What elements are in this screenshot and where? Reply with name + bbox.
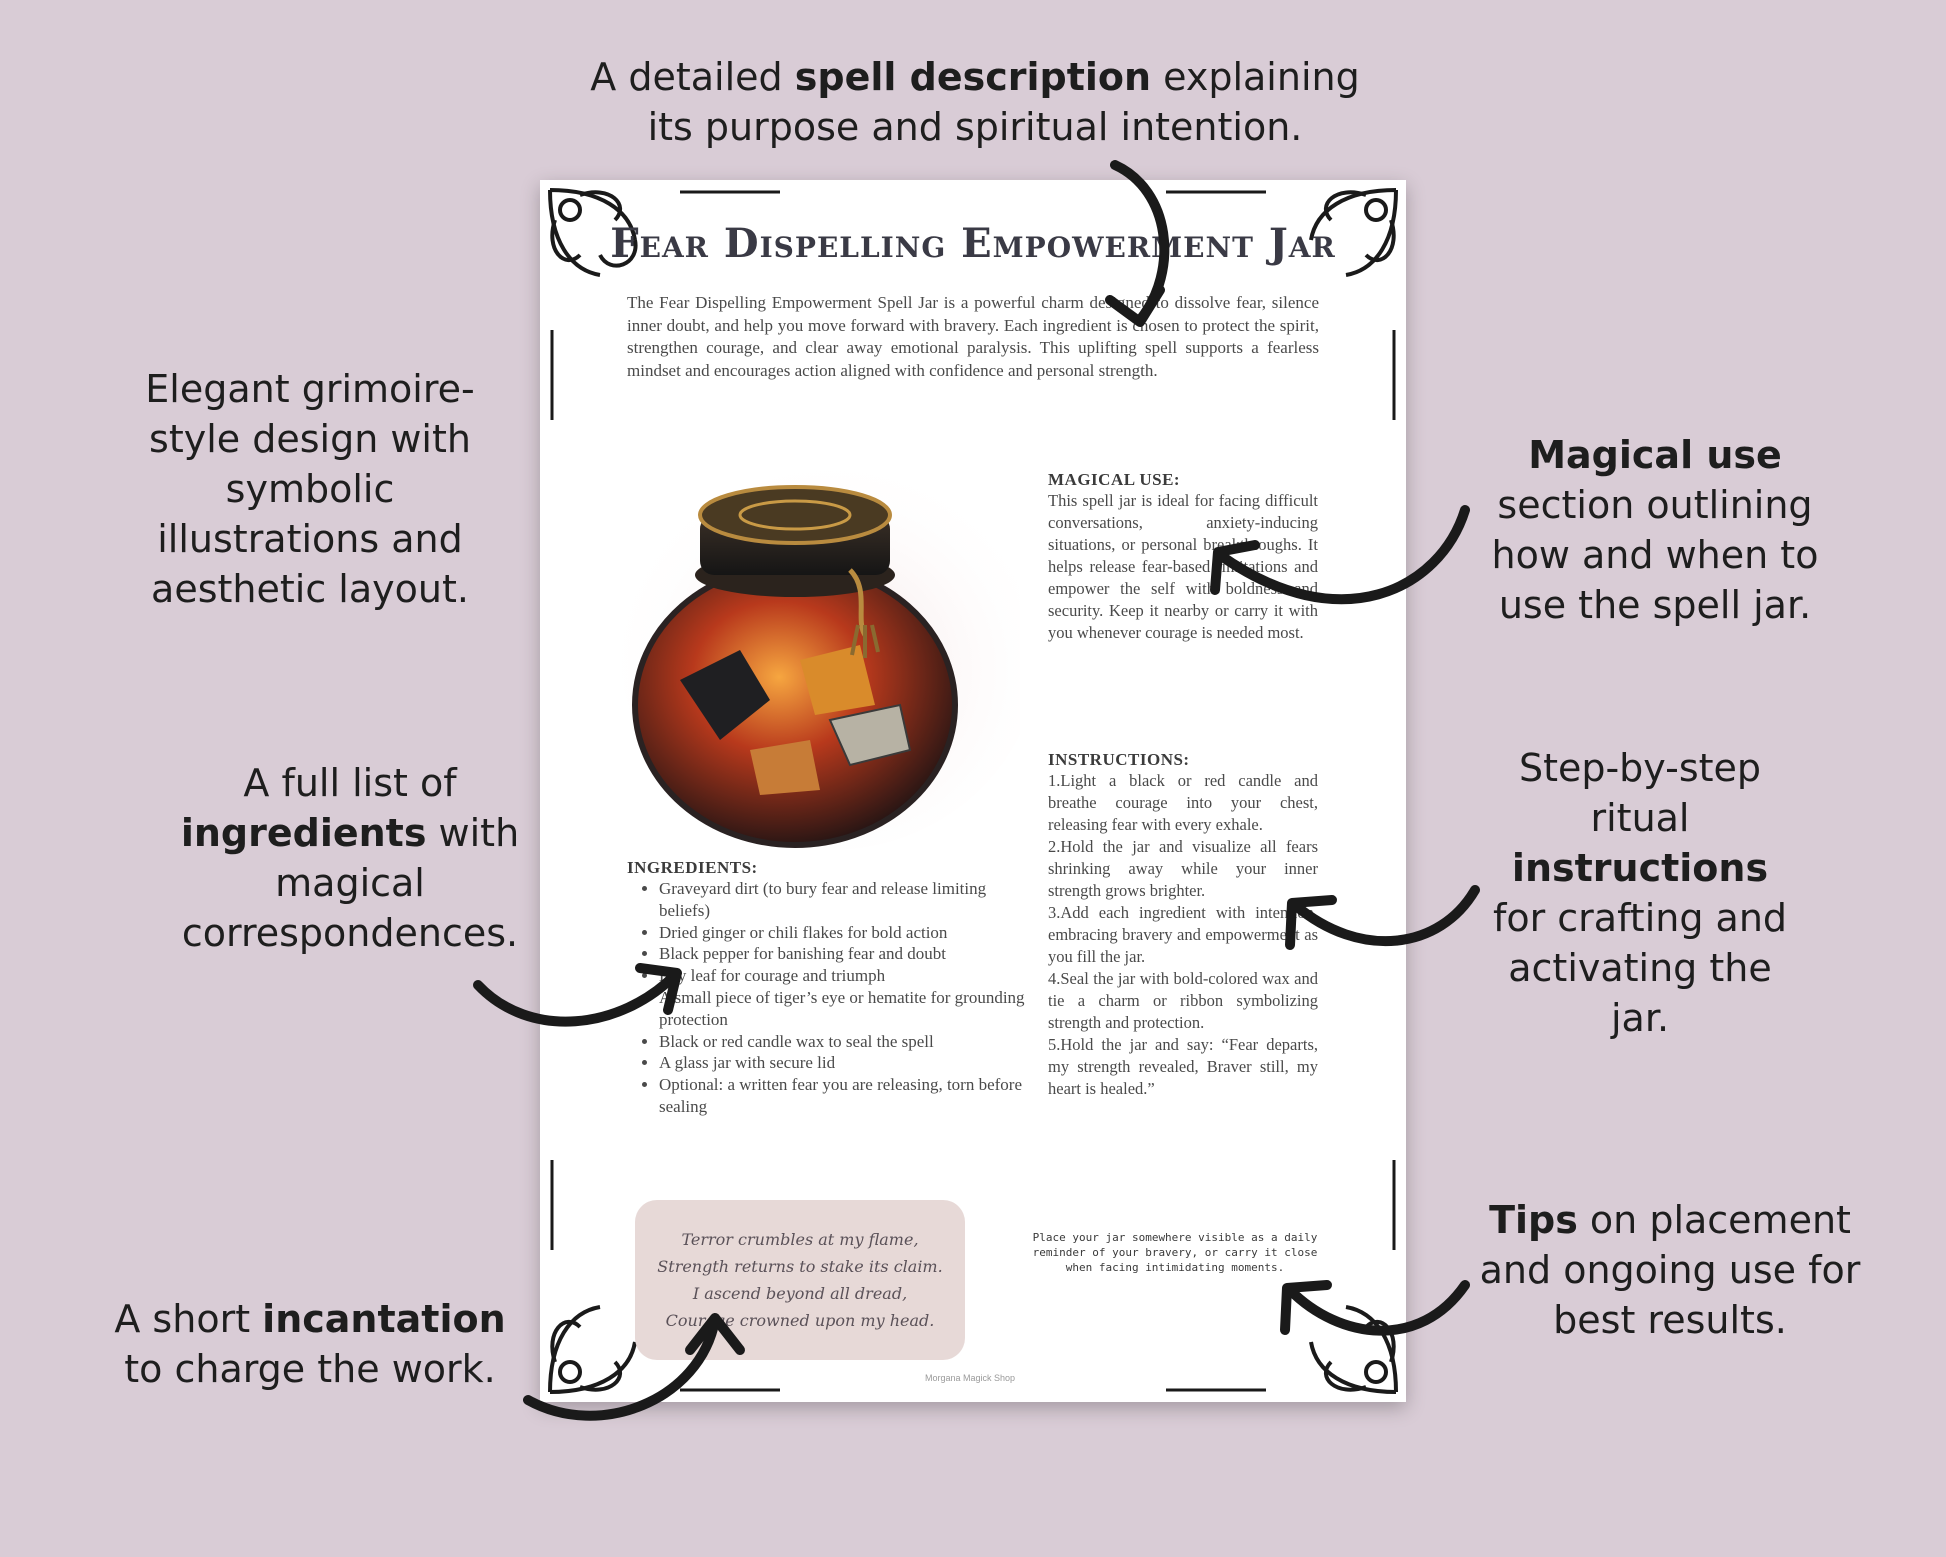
callout-instructions: Step-by-step ritual instructions for cra… (1480, 743, 1800, 1043)
shop-name: Morgana Magick Shop (924, 1373, 1016, 1383)
callout-bold: instructions (1511, 846, 1769, 890)
magical-use-heading: MAGICAL USE: (1048, 470, 1181, 489)
incantation-line: Courage crowned upon my head. (665, 1311, 935, 1330)
instruction-step: 1.Light a black or red candle and breath… (1048, 771, 1318, 834)
callout-text: A full list of (243, 761, 457, 805)
callout-incantation: A short incantation to charge the work. (110, 1294, 510, 1394)
callout-text: on placement and ongoing use for best re… (1479, 1198, 1861, 1342)
instruction-step: 3.Add each ingredient with intention, em… (1048, 903, 1318, 966)
callout-bold: incantation (262, 1297, 506, 1341)
ingredients-heading: INGREDIENTS: (627, 858, 758, 877)
incantation-line: Strength returns to stake its claim. (657, 1257, 943, 1276)
instruction-step: 5.Hold the jar and say: “Fear departs, m… (1048, 1035, 1318, 1098)
instructions-heading: INSTRUCTIONS: (1048, 750, 1190, 769)
callout-text: A detailed (590, 55, 795, 99)
ingredients-list: Graveyard dirt (to bury fear and release… (627, 878, 1027, 1118)
incantation-line: Terror crumbles at my flame, (681, 1230, 919, 1249)
incantation-line: I ascend beyond all dread, (692, 1284, 908, 1303)
incantation-box: Terror crumbles at my flame, Strength re… (635, 1200, 965, 1360)
list-item: Bay leaf for courage and triumph (659, 965, 1027, 987)
list-item: Graveyard dirt (to bury fear and release… (659, 878, 1027, 922)
callout-text: to charge the work. (124, 1347, 496, 1391)
list-item: A glass jar with secure lid (659, 1052, 1027, 1074)
list-item: Black pepper for banishing fear and doub… (659, 943, 1027, 965)
callout-text: A short (114, 1297, 263, 1341)
spell-description: The Fear Dispelling Empowerment Spell Ja… (627, 293, 1319, 380)
instruction-step: 4.Seal the jar with bold-colored wax and… (1048, 969, 1318, 1032)
spell-sheet: Fear Dispelling Empowerment Jar The Fear… (540, 180, 1406, 1402)
instructions-section: INSTRUCTIONS: 1.Light a black or red can… (1048, 750, 1318, 1100)
list-item: A small piece of tiger’s eye or hematite… (659, 987, 1027, 1031)
magical-use-text: This spell jar is ideal for facing diffi… (1048, 491, 1318, 642)
list-item: Dried ginger or chili flakes for bold ac… (659, 922, 1027, 944)
callout-text: section outlining how and when to use th… (1491, 483, 1819, 627)
callout-text: with magical correspondences. (181, 811, 520, 955)
spell-jar-illustration-icon (600, 420, 1040, 860)
callout-bold: Magical use (1528, 433, 1782, 477)
tips-text: Place your jar somewhere visible as a da… (1032, 1231, 1318, 1274)
callout-bold: spell description (794, 55, 1152, 99)
callout-ingredients: A full list of ingredients with magical … (180, 758, 520, 958)
instruction-step: 2.Hold the jar and visualize all fears s… (1048, 837, 1318, 900)
page-title: Fear Dispelling Empowerment Jar (610, 220, 1336, 267)
callout-bold: ingredients (180, 811, 427, 855)
callout-magical-use: Magical use section outlining how and wh… (1465, 430, 1845, 630)
callout-text: explaining its purpose and spiritual int… (647, 55, 1360, 149)
callout-text: Elegant grimoire-style design with symbo… (145, 367, 475, 611)
callout-spell-description: A detailed spell description explaining … (590, 52, 1360, 152)
callout-design: Elegant grimoire-style design with symbo… (110, 364, 510, 614)
callout-tips: Tips on placement and ongoing use for be… (1465, 1195, 1875, 1345)
magical-use-section: MAGICAL USE: This spell jar is ideal for… (1048, 470, 1318, 644)
callout-text: Step-by-step ritual (1518, 746, 1762, 840)
callout-bold: Tips (1489, 1198, 1578, 1242)
callout-text: for crafting and activating the jar. (1492, 896, 1788, 1040)
ingredients-section: INGREDIENTS: Graveyard dirt (to bury fea… (627, 858, 1027, 1118)
list-item: Optional: a written fear you are releasi… (659, 1074, 1027, 1118)
list-item: Black or red candle wax to seal the spel… (659, 1031, 1027, 1053)
